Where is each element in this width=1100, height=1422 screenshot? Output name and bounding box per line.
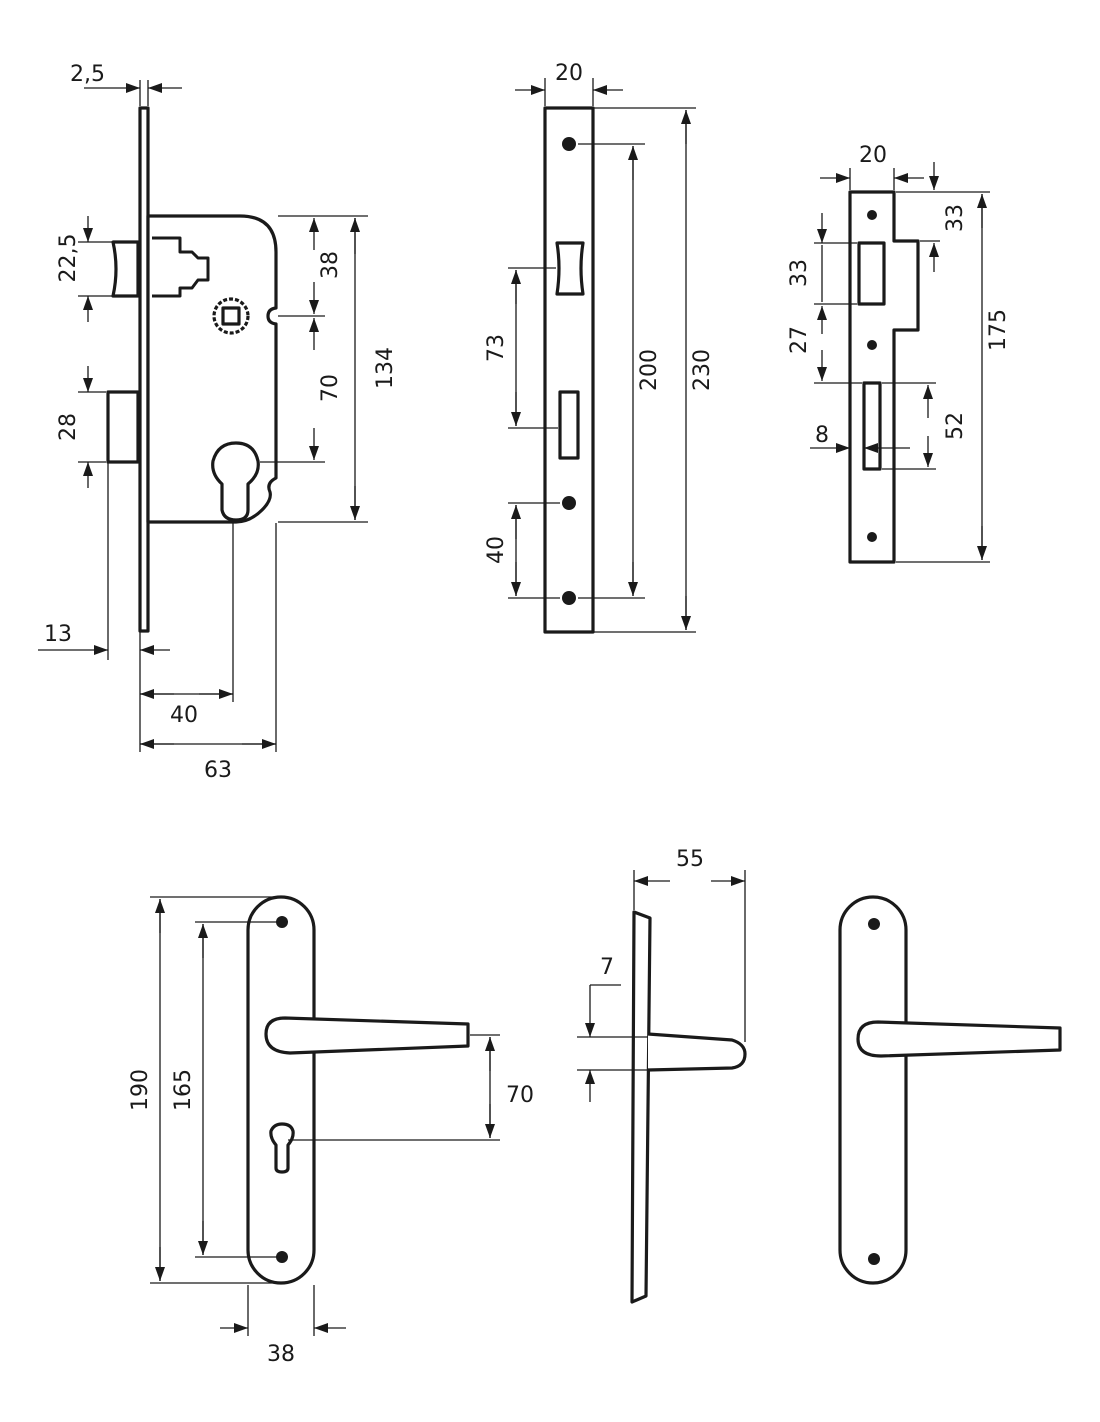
bolt-opening [558, 390, 580, 460]
faceplate-screw-hole [562, 496, 576, 510]
dim-faceplate-length: 230 [690, 349, 715, 391]
dim-latch-to-bolt: 73 [484, 334, 509, 362]
latch-mechanism [152, 236, 210, 298]
dim-strike-bolt-opening: 52 [943, 412, 968, 440]
backplate-side-profile [630, 910, 652, 1304]
dim-strike-top-offset: 33 [943, 204, 968, 232]
faceplate-view: 20 73 40 200 230 [484, 61, 715, 634]
strike-screw-hole [867, 210, 877, 220]
lock-case-view: 2,5 22,5 28 38 70 134 13 [38, 62, 398, 783]
dim-handle-to-keyhole: 70 [506, 1083, 534, 1108]
dim-lever-thickness: 7 [600, 955, 614, 980]
faceplate-screw-hole [562, 137, 576, 151]
dim-strike-length: 175 [986, 309, 1011, 351]
backplate-screw-hole [868, 918, 880, 930]
backplate-screw-hole [276, 1251, 288, 1263]
latch-opening [555, 241, 585, 296]
handle-backplate [838, 895, 908, 1285]
strike-bolt-opening [862, 381, 882, 471]
dim-plate-height: 190 [128, 1069, 153, 1111]
spindle-hub [212, 297, 250, 335]
backplate-screw-hole [868, 1253, 880, 1265]
handle-front-view: 190 165 70 38 [128, 895, 534, 1367]
dim-plate-thickness: 2,5 [70, 62, 105, 87]
lever-handle [264, 1016, 470, 1055]
dim-plate-screw-spacing: 165 [171, 1069, 196, 1111]
faceplate [543, 106, 595, 634]
handle-side-view: 55 7 [577, 847, 747, 1304]
dim-strike-latch-opening: 33 [787, 259, 812, 287]
dim-spindle-to-cylinder: 70 [318, 374, 343, 402]
dim-backset: 40 [170, 703, 198, 728]
lever-handle [856, 1020, 1062, 1058]
dim-spindle-offset: 38 [318, 251, 343, 279]
dim-handle-projection: 55 [676, 847, 704, 872]
dim-strike-depth: 8 [815, 423, 829, 448]
strike-plate-view: 20 33 33 27 52 8 175 [787, 143, 1011, 564]
dim-bolt-height: 28 [56, 413, 81, 441]
dim-plate-width: 38 [267, 1342, 295, 1367]
latch-bolt [111, 240, 140, 298]
dim-faceplate-width: 20 [555, 61, 583, 86]
dim-case-depth: 63 [204, 758, 232, 783]
cylinder-keyhole [211, 441, 260, 522]
dim-strike-width: 20 [859, 143, 887, 168]
dim-strike-gap: 27 [787, 326, 812, 354]
dim-bolt-throw: 13 [44, 622, 72, 647]
keyhole [269, 1122, 295, 1174]
lever-side-profile [647, 1032, 747, 1072]
backplate-screw-hole [276, 916, 288, 928]
handle-backplate [246, 895, 316, 1285]
faceplate-screw-hole [562, 591, 576, 605]
strike-latch-opening [857, 241, 886, 306]
handle-plain-view [838, 895, 1062, 1285]
dim-case-height: 134 [373, 347, 398, 389]
dim-latch-height: 22,5 [56, 234, 81, 283]
dead-bolt [106, 390, 140, 464]
dim-screw-spacing: 200 [637, 349, 662, 391]
strike-screw-hole [867, 340, 877, 350]
strike-screw-hole [867, 532, 877, 542]
dim-lower-holes: 40 [484, 536, 509, 564]
